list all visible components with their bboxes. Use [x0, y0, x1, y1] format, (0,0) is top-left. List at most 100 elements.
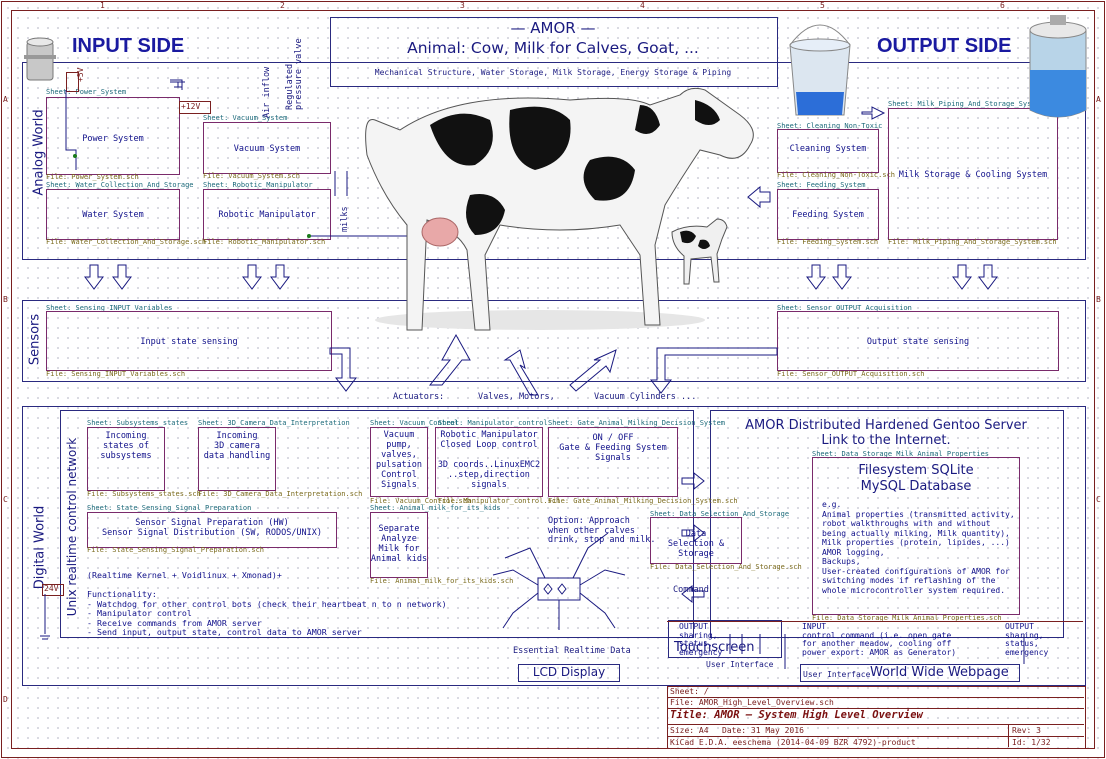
- sheet-milkstorage-label: Milk Storage & Cooling System: [898, 170, 1048, 180]
- sheet-output-sensing[interactable]: [777, 311, 1059, 371]
- db-description: e.g. Animal properties (transmitted acti…: [822, 500, 1015, 595]
- down-arrows-input: [84, 264, 290, 290]
- analog-world-region: [22, 62, 1086, 260]
- border-row-a-right: A: [1096, 95, 1101, 104]
- sheet-animal-milk-name: Sheet: Animal_milk_for_its_kids: [370, 504, 501, 512]
- db-label1: Filesystem SQLite: [858, 463, 974, 478]
- command-label: Command: [673, 585, 709, 595]
- sheet-data-selection[interactable]: [650, 517, 742, 564]
- sheet-manipulator-control[interactable]: [435, 427, 543, 497]
- robot-sketch-icon: [492, 532, 626, 630]
- sheet-manip-ctrl-label: Robotic Manipulator Closed Loop control …: [437, 430, 541, 490]
- touchscreen[interactable]: [668, 620, 782, 658]
- sheet-data-sel-name: Sheet: Data_Selection_And_Storage: [650, 510, 790, 518]
- header-title-line2: Animal: Cow, Milk for Calves, Goat, ...: [407, 39, 699, 57]
- tb-line-4: [667, 736, 1084, 737]
- actuator-arrow-mid: [503, 349, 539, 396]
- sheet-feeding-file: File: Feeding_System.sch: [777, 238, 879, 246]
- sheet-manip-ctrl-name: Sheet: Manipulator_control: [438, 419, 548, 427]
- sheet-subsystems-file: File: Subsystems_states.sch: [87, 490, 201, 498]
- sheet-water-file: File: Water_Collection_And_Storage.sch: [46, 238, 207, 246]
- sheet-vacuum-file: File: Vacuum_System.sch: [203, 172, 300, 180]
- arrow-command: [681, 584, 705, 604]
- arrow-to-data-selection: [681, 471, 705, 491]
- sheet-feeding-label: Feeding System: [792, 210, 864, 220]
- user-interface-label-2: User Interface: [803, 670, 871, 679]
- inner-frame: [11, 10, 1095, 749]
- sheet-input-sense-file: File: Sensing_INPUT_Variables.sch: [46, 370, 186, 378]
- sheet-robotic-manipulator[interactable]: [203, 189, 331, 240]
- sheet-subsystems-label: Incoming states of subsystems: [100, 431, 152, 461]
- sheet-data-sel-label: Data Selection & Storage: [667, 529, 725, 559]
- tb-sheet: Sheet: /: [670, 687, 709, 696]
- io-table: [667, 621, 1083, 662]
- sheet-feeding-system[interactable]: [777, 189, 879, 240]
- sheet-animal-milk[interactable]: [370, 512, 428, 578]
- sheet-input-sensing[interactable]: [46, 311, 332, 371]
- actuator-arrow-left: [428, 333, 471, 386]
- sheet-vacuum-label: Vacuum System: [233, 144, 301, 154]
- border-col-2: 2: [280, 1, 285, 10]
- sheet-power-label: Power System: [82, 134, 144, 144]
- sheet-water-system[interactable]: [46, 189, 180, 240]
- plus24v-flag: [42, 584, 64, 596]
- lcd-display[interactable]: [518, 664, 620, 682]
- sheet-cleaning-system[interactable]: [777, 129, 879, 173]
- sheet-state-sense-name: Sheet: State_Sensing_Signal_Preparation: [87, 504, 252, 512]
- tb-line-3: [667, 724, 1084, 725]
- sheet-milk-storage[interactable]: [888, 108, 1058, 240]
- www-label: World Wide Webpage: [870, 665, 1009, 680]
- sheet-animal-milk-label: Separate Analyze Milk for Animal kids: [370, 524, 428, 564]
- sheet-output-sense-name: Sheet: Sensor_OUTPUT_Acquisition: [777, 304, 912, 312]
- border-row-c: C: [3, 495, 8, 504]
- sheet-robotic-file: File: Robotic_Manipulator.sch: [203, 238, 326, 246]
- valves-motors-label: Valves, Motors,: [478, 392, 555, 402]
- milk-can-icon: [24, 37, 56, 81]
- sheet-vacuum-control[interactable]: [370, 427, 428, 497]
- sheet-feeding-name: Sheet: Feeding_System: [777, 181, 866, 189]
- border-col-3: 3: [460, 1, 465, 10]
- tb-line-1: [667, 697, 1084, 698]
- tb-vline: [1008, 724, 1009, 747]
- cow-icon: [365, 87, 754, 331]
- sheet-vacuum-name: Sheet: Vacuum_System: [203, 114, 288, 122]
- sheet-db-file: File: Data_Storage_Milk_Animal_Propertie…: [812, 614, 1002, 622]
- sheet-state-sensing[interactable]: [87, 512, 337, 548]
- sheet-gate-decision[interactable]: [548, 427, 678, 497]
- border-row-d: D: [3, 695, 8, 704]
- sheet-cleaning-label: Cleaning System: [789, 144, 867, 154]
- sheet-camera[interactable]: [198, 427, 276, 491]
- sheet-vacuum-system[interactable]: [203, 122, 331, 174]
- sheet-output-sense-label: Output state sensing: [866, 337, 970, 347]
- tb-line-2: [667, 708, 1084, 709]
- header-title-box: [330, 17, 778, 87]
- arrow-to-server: [681, 523, 705, 543]
- border-col-6: 6: [1000, 1, 1005, 10]
- border-col-5: 5: [820, 1, 825, 10]
- sheet-gate-name: Sheet: Gate_Animal_Milking_Decision_Syst…: [548, 419, 726, 427]
- actuators-label: Actuators:: [393, 392, 445, 402]
- tb-date: Date: 31 May 2016: [722, 726, 804, 735]
- sensors-region: [22, 300, 1086, 382]
- tb-size: Size: A4: [670, 726, 709, 735]
- border-col-1: 1: [100, 1, 105, 10]
- sheet-database[interactable]: [812, 457, 1020, 615]
- tb-title: Title: AMOR — System High Level Overview: [670, 709, 923, 721]
- tb-kicad: KiCad E.D.A. eeschema (2014-04-09 BZR 47…: [670, 738, 916, 747]
- sheet-state-sense-file: File: State_Sensing_Signal_Preparation.s…: [87, 546, 265, 554]
- sheet-power-name: Sheet: Power_System: [46, 88, 127, 96]
- io-table-left: OUTPUT sharing, status, emergency: [679, 622, 723, 657]
- db-label2: MySQL Database: [860, 479, 972, 494]
- tb-rev: Rev: 3: [1012, 726, 1041, 735]
- sheet-subsystems-name: Sheet: Subsystems_states: [87, 419, 189, 427]
- plus24v-label: 24V: [44, 584, 59, 593]
- sheet-power-system[interactable]: [46, 97, 180, 175]
- lcd-display-label: LCD Display: [532, 665, 606, 679]
- sheet-camera-label: Incoming 3D camera data handling: [203, 431, 271, 461]
- sheet-db-name: Sheet: Data_Storage_Milk_Animal_Properti…: [812, 450, 990, 458]
- sheet-subsystems[interactable]: [87, 427, 165, 491]
- www-page[interactable]: [800, 664, 1020, 682]
